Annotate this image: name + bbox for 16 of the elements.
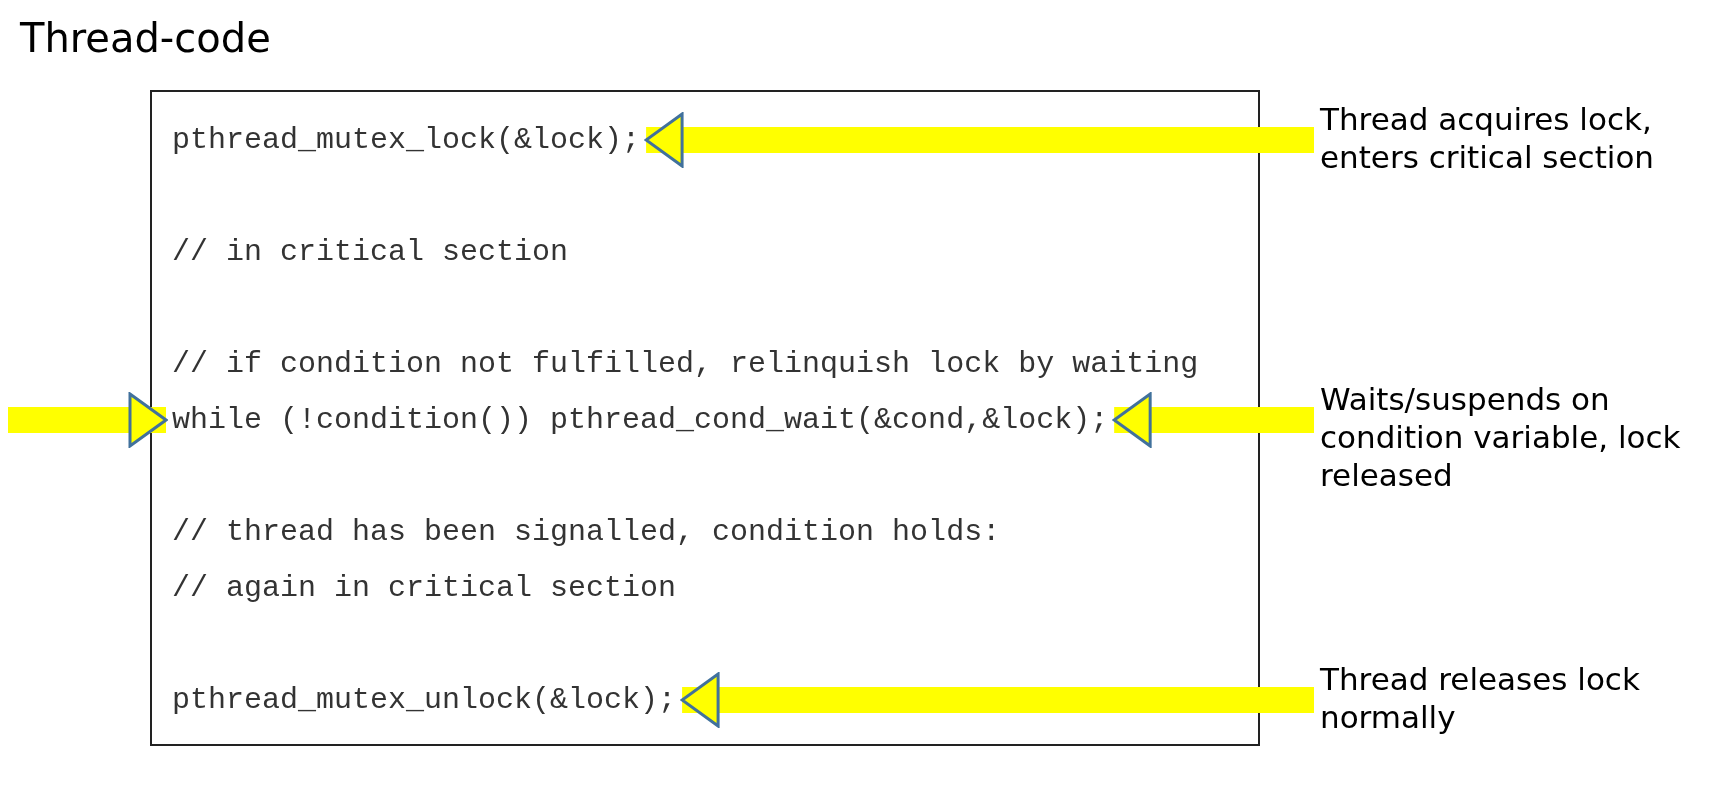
code-line: // if condition not fulfilled, relinquish lock by waiting xyxy=(172,336,1199,392)
annotation-text: Thread acquires lock, enters critical section xyxy=(1320,100,1720,176)
code-line: // again in critical section xyxy=(172,560,677,616)
code-line: while (!condition()) pthread_cond_wait(&cond,&lock); xyxy=(172,392,1109,448)
block-arrow xyxy=(680,672,1314,728)
annotation-text: Waits/suspends on condition variable, lock released xyxy=(1320,380,1720,494)
code-heading: Thread-code xyxy=(20,14,271,62)
code-line: pthread_mutex_lock(&lock); xyxy=(172,112,641,168)
block-arrow xyxy=(1112,392,1314,448)
code-box xyxy=(150,90,1260,746)
block-arrow xyxy=(8,392,168,448)
code-line: // in critical section xyxy=(172,224,569,280)
code-line: // thread has been signalled, condition holds: xyxy=(172,504,1001,560)
block-arrow xyxy=(644,112,1314,168)
annotation-text: Thread releases lock normally xyxy=(1320,660,1720,736)
code-line: pthread_mutex_unlock(&lock); xyxy=(172,672,677,728)
